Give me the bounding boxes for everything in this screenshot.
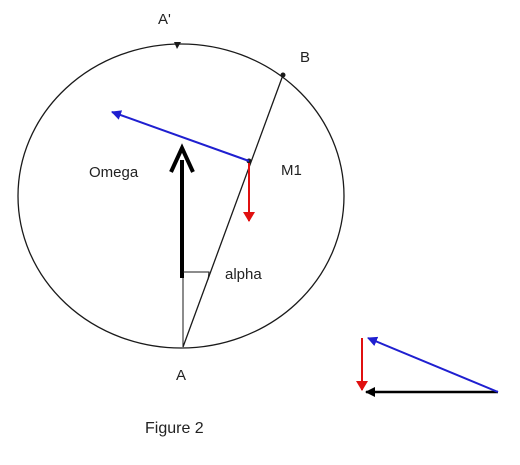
- alpha-angle-marker: [183, 271, 210, 281]
- a-prime-tick: [174, 42, 181, 49]
- omega-vector-head: [169, 143, 195, 173]
- label-m1: M1: [281, 162, 302, 179]
- triangle-tangent-vector: [367, 336, 499, 393]
- label-omega: Omega: [89, 164, 139, 181]
- label-alpha: alpha: [225, 266, 262, 283]
- figure-caption: Figure 2: [145, 420, 204, 437]
- label-a-prime: A': [158, 11, 171, 28]
- tangent-vector: [111, 110, 250, 162]
- label-a: A: [176, 367, 186, 384]
- label-b: B: [300, 49, 310, 66]
- chord-a-b: [182, 74, 284, 348]
- circle: [17, 43, 345, 349]
